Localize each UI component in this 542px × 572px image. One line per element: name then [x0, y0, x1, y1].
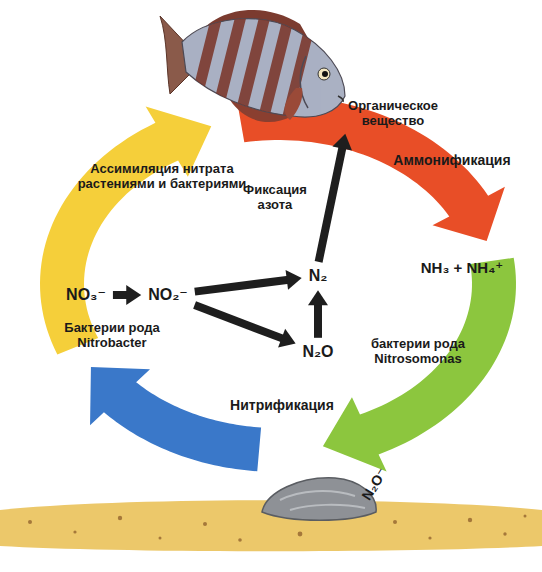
node-text: NH₃ + NH₄⁺ — [421, 259, 503, 276]
node-text: N₂ — [309, 267, 328, 285]
species-node: NO₃⁻ — [62, 284, 110, 306]
reaction-arrow — [319, 134, 352, 262]
arrow-shaft — [319, 147, 343, 262]
pebble — [428, 536, 431, 539]
arrow-shaft — [314, 303, 322, 338]
reaction-arrow — [195, 305, 296, 347]
nitrification-arrow — [90, 367, 261, 471]
edge-label: Фиксация азота — [230, 182, 320, 214]
arrow-shaft — [113, 291, 128, 299]
fish-stripe — [205, 1, 250, 140]
node-text: NO₃⁻ — [66, 286, 106, 304]
pebble — [524, 515, 527, 518]
assimilation-arrow — [40, 107, 211, 355]
fish-pupil — [322, 71, 328, 77]
node-text: NO₂⁻ — [148, 286, 188, 304]
species-node: NH₃ + NH₄⁺ — [417, 257, 507, 278]
nitrosomonas-arrow — [323, 258, 516, 472]
reaction-arrow — [308, 290, 328, 338]
pebble — [298, 532, 303, 537]
pebble — [468, 518, 472, 522]
pebble — [238, 538, 242, 542]
arrow-head — [126, 285, 141, 305]
process-label: бактерии рода Nitrosomonas — [359, 336, 477, 368]
reaction-arrow — [195, 270, 302, 292]
pebble — [118, 516, 122, 520]
process-label: Бактерии рода Nitrobacter — [53, 320, 171, 352]
process-label: Аммонификация — [391, 151, 512, 169]
node-text: Органическое вещество — [335, 99, 451, 129]
species-node: N₂O — [298, 341, 337, 363]
fish-stripe — [277, 1, 321, 139]
fish-stripe — [181, 1, 226, 140]
pebble — [203, 522, 207, 526]
node-text: N₂O — [302, 343, 333, 361]
fish-eye — [318, 68, 330, 80]
rock-streaks — [280, 491, 365, 510]
arrow-head — [332, 134, 352, 151]
process-label: Нитрификация — [228, 396, 336, 414]
fish-pectoral-fin — [285, 88, 303, 120]
arrow-head — [308, 290, 328, 305]
fish-stripe — [229, 1, 274, 140]
arrow-shaft — [195, 305, 284, 339]
process-label: N₂O⁻ — [356, 463, 392, 505]
rock — [262, 478, 376, 520]
fish-mouth — [338, 96, 343, 102]
fish-stripes — [181, 1, 321, 140]
arrow-shaft — [195, 280, 289, 292]
pebble — [28, 520, 32, 524]
process-label: Ассимиляция нитрата растениями и бактери… — [66, 161, 258, 193]
fish-gill — [300, 56, 308, 108]
pebble — [73, 530, 76, 533]
pebble — [503, 532, 506, 535]
sand-pebbles — [28, 515, 527, 542]
pebble — [393, 520, 397, 524]
arrow-head — [278, 329, 296, 348]
species-node: N₂ — [305, 265, 332, 287]
arrow-head — [286, 270, 302, 290]
reaction-arrow — [113, 285, 141, 305]
species-node: NO₂⁻ — [144, 284, 192, 306]
species-node: Органическое вещество — [331, 97, 455, 131]
pebble — [159, 537, 162, 540]
